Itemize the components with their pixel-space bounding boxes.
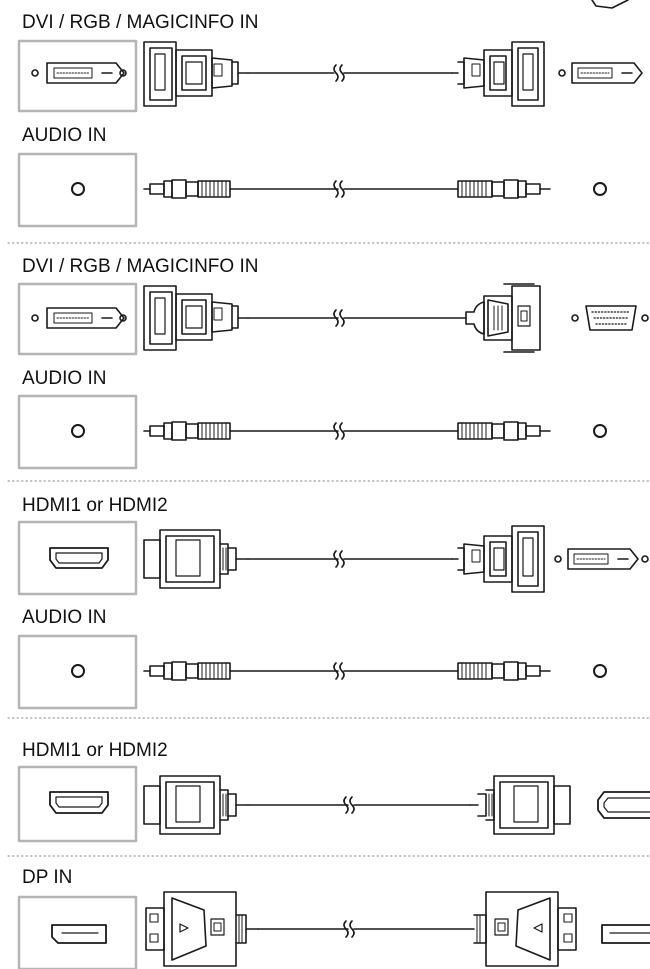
hdmi-connector-icon bbox=[143, 775, 249, 835]
audio-jack-icon bbox=[71, 424, 85, 438]
vga-port-icon bbox=[571, 305, 649, 331]
dvi-connector-icon bbox=[451, 525, 545, 593]
dvi-connector-icon bbox=[451, 41, 545, 107]
audio-jack-icon bbox=[71, 182, 85, 196]
vga-connector-icon bbox=[465, 283, 541, 353]
section-label-audio-3: AUDIO IN bbox=[22, 607, 107, 628]
hdmi-port-box bbox=[17, 765, 138, 843]
dvi-connector-icon bbox=[143, 285, 249, 351]
dp-port-box bbox=[17, 895, 138, 969]
cable-break-icon bbox=[333, 309, 345, 327]
cable-break-icon bbox=[343, 796, 355, 814]
audio-plug-icon bbox=[143, 179, 231, 199]
section-label-hdmi-1: HDMI1 or HDMI2 bbox=[22, 495, 168, 516]
dvi-to-dvi-cable-row bbox=[17, 39, 643, 113]
audio-jack-icon bbox=[593, 664, 607, 678]
dvi-port-icon bbox=[31, 62, 127, 84]
dvi-port-box bbox=[17, 282, 138, 356]
audio-port-box bbox=[17, 634, 138, 710]
hdmi-to-hdmi-cable-row bbox=[17, 765, 650, 843]
audio-plug-icon bbox=[457, 421, 551, 441]
audio-plug-icon bbox=[143, 421, 231, 441]
cable-break-icon bbox=[333, 550, 345, 568]
section-label-dvi-2: DVI / RGB / MAGICINFO IN bbox=[22, 256, 259, 277]
audio-jack-icon bbox=[71, 664, 85, 678]
dvi-connector-icon bbox=[143, 41, 249, 107]
cable-break-icon bbox=[333, 63, 345, 83]
audio-cable-row bbox=[17, 634, 607, 710]
audio-jack-icon bbox=[593, 424, 607, 438]
dvi-to-vga-cable-row bbox=[17, 282, 649, 356]
displayport-connector-icon bbox=[145, 891, 259, 967]
hdmi-port-icon bbox=[597, 791, 650, 819]
cable-break-icon bbox=[333, 422, 345, 440]
hdmi-port-box bbox=[17, 520, 138, 596]
hdmi-to-dvi-cable-row bbox=[17, 520, 649, 596]
hdmi-connector-icon bbox=[469, 775, 571, 835]
section-label-dp: DP IN bbox=[22, 867, 73, 888]
displayport-connector-icon bbox=[473, 891, 577, 967]
section-label-audio-2: AUDIO IN bbox=[22, 368, 107, 389]
section-label-audio-1: AUDIO IN bbox=[22, 125, 107, 146]
cable-break-icon bbox=[343, 920, 355, 938]
audio-port-box bbox=[17, 394, 138, 470]
dvi-port-box bbox=[17, 39, 138, 113]
hdmi-port-icon bbox=[49, 547, 109, 569]
dp-port-icon bbox=[601, 924, 650, 944]
dvi-port-icon bbox=[31, 307, 127, 329]
audio-plug-icon bbox=[457, 179, 551, 199]
dvi-port-icon bbox=[558, 62, 643, 84]
section-label-dvi-1: DVI / RGB / MAGICINFO IN bbox=[22, 12, 259, 33]
hdmi-port-icon bbox=[49, 791, 109, 814]
dp-port-icon bbox=[51, 924, 107, 944]
cable-break-icon bbox=[333, 180, 345, 198]
audio-jack-icon bbox=[593, 182, 607, 196]
audio-plug-icon bbox=[143, 661, 231, 681]
audio-port-box bbox=[17, 152, 138, 228]
audio-cable-row bbox=[17, 152, 607, 228]
hdmi-connector-icon bbox=[143, 529, 249, 589]
audio-plug-icon bbox=[457, 661, 551, 681]
monitor-corner-icon bbox=[591, 0, 629, 9]
section-label-hdmi-2: HDMI1 or HDMI2 bbox=[22, 740, 168, 761]
dp-to-dp-cable-row bbox=[17, 891, 650, 969]
audio-cable-row bbox=[17, 394, 607, 470]
cable-break-icon bbox=[333, 662, 345, 680]
dvi-port-icon bbox=[554, 548, 649, 570]
